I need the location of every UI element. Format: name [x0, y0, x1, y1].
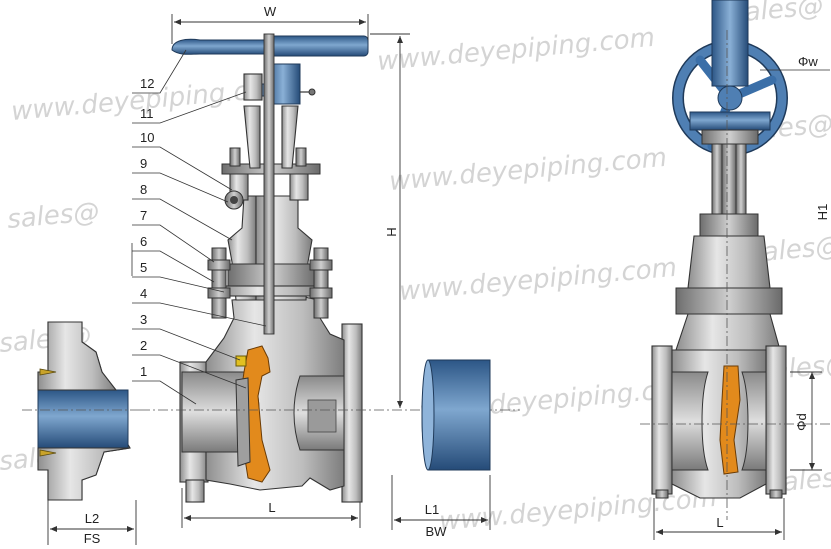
dimension-label-phiw: Φw	[798, 54, 818, 69]
dimension-label-l-side: L	[716, 515, 723, 530]
dimension-h: H	[370, 33, 410, 408]
dimension-fs: L2 FS	[47, 500, 137, 546]
dimension-phid: Φd	[790, 371, 822, 471]
watermark-site-6: www.deyepiping.com	[438, 483, 718, 537]
part-number-10: 10	[140, 130, 154, 145]
part-callouts: 12 11 10 9 8 7 6 5 4 3 2 1	[131, 49, 267, 405]
part-number-6: 6	[140, 234, 147, 249]
dimension-label-l2: L2	[85, 511, 99, 526]
dimension-label-fs: FS	[84, 531, 101, 546]
dimension-label-h: H	[384, 227, 399, 236]
watermark-site-3: www.deyepiping.com	[388, 143, 668, 197]
part-number-12: 12	[140, 76, 154, 91]
part-number-4: 4	[140, 286, 147, 301]
dimension-label-phid: Φd	[794, 413, 809, 431]
dimension-phiw: Φw	[760, 54, 830, 71]
part-number-1: 1	[140, 364, 147, 379]
part-number-8: 8	[140, 182, 147, 197]
butt-weld-end: L1 BW	[391, 359, 491, 539]
dimension-label-bw: BW	[426, 524, 448, 539]
gear-operated-valve	[640, 0, 831, 520]
watermark-site-4: www.deyepiping.com	[398, 253, 678, 307]
part-number-11: 11	[140, 106, 154, 121]
dimension-label-h1: H1	[815, 204, 830, 221]
part-number-3: 3	[140, 312, 147, 327]
dimension-l-side: L	[653, 498, 785, 540]
watermark-site-1: www.deyepiping.com	[376, 23, 656, 77]
watermark-mail-1: sales@	[6, 197, 101, 235]
part-number-7: 7	[140, 208, 147, 223]
part-number-2: 2	[140, 338, 147, 353]
part-number-5: 5	[140, 260, 147, 275]
dimension-label-w: W	[264, 4, 277, 19]
dimension-l-main: L	[181, 488, 361, 528]
dimension-label-l1: L1	[425, 502, 439, 517]
dimension-w: W	[171, 4, 369, 44]
main-valve	[140, 33, 520, 503]
dimension-label-l: L	[268, 500, 275, 515]
dimension-h1: H1	[815, 204, 830, 221]
flange-detail	[22, 321, 140, 501]
part-number-9: 9	[140, 156, 147, 171]
